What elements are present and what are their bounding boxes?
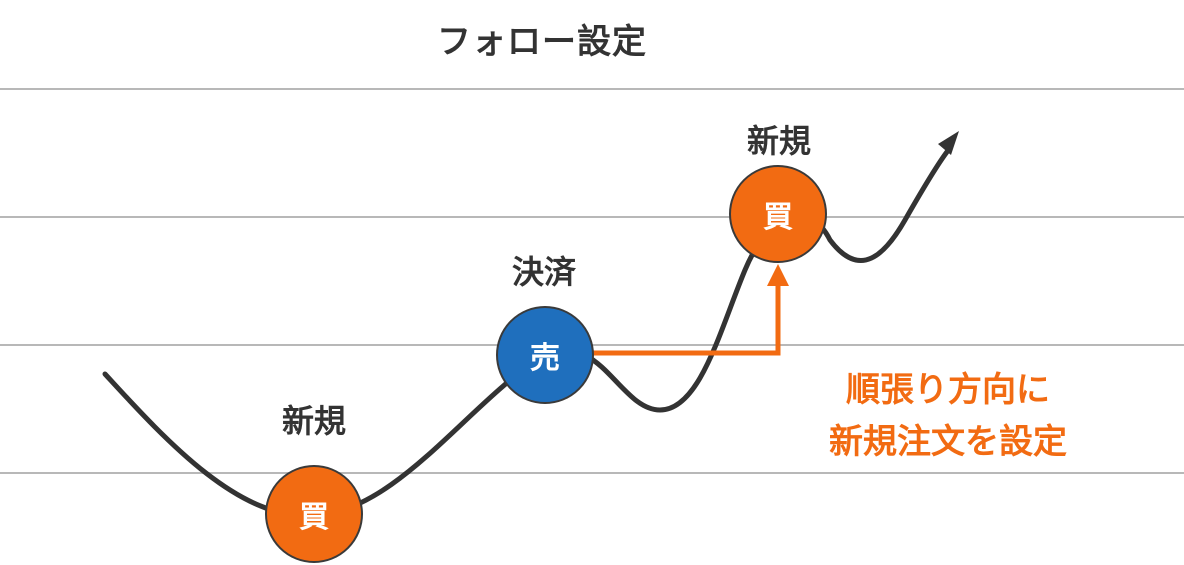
page-title: フォロー設定	[437, 22, 647, 62]
up-arrow-icon	[767, 264, 789, 286]
point-label-new-2: 新規	[746, 122, 811, 160]
annotation-line-1: 順張り方向に	[846, 370, 1050, 410]
point-label-settle: 決済	[511, 253, 576, 291]
buy-marker-1: 買	[265, 465, 363, 563]
point-label-new-1: 新規	[281, 402, 346, 440]
sell-marker: 売	[496, 306, 594, 404]
buy-marker-text: 買	[763, 200, 793, 235]
follow-connector-line	[590, 285, 781, 356]
sell-marker-text: 売	[530, 341, 560, 376]
follow-annotation: 順張り方向に 新規注文を設定	[778, 364, 1118, 468]
annotation-line-2: 新規注文を設定	[829, 422, 1067, 462]
buy-marker-2: 買	[729, 165, 827, 263]
trend-arrowhead-icon	[938, 131, 959, 155]
buy-marker-text: 買	[299, 500, 329, 535]
